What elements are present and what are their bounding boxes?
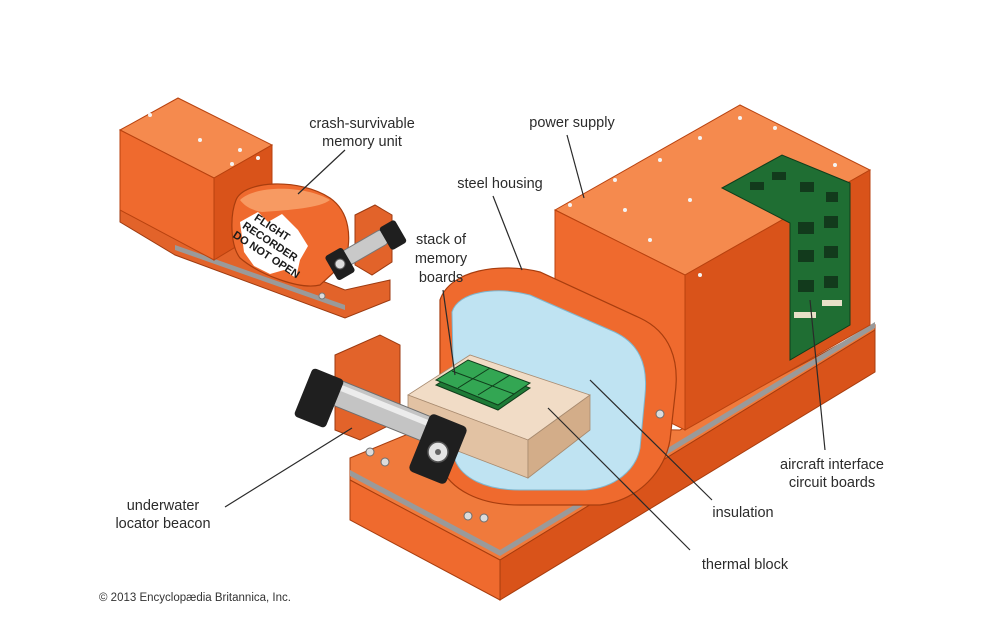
leader-steel-housing xyxy=(492,195,523,271)
label-circuit-boards-2: circuit boards xyxy=(789,475,875,491)
label-stack-3: boards xyxy=(419,270,463,286)
label-thermal-block: thermal block xyxy=(702,557,789,573)
base-bolts xyxy=(365,409,665,523)
label-insulation: insulation xyxy=(712,505,773,521)
memory-unit-dome-top xyxy=(240,188,330,212)
label-memory-unit-1: crash-survivable xyxy=(309,116,415,132)
label-power-supply: power supply xyxy=(529,115,615,131)
leader-lines xyxy=(224,134,826,551)
memory-board-stack xyxy=(434,359,532,411)
circuit-board-connectors xyxy=(794,300,842,318)
stencil-patch xyxy=(240,212,308,278)
leader-insulation xyxy=(589,379,713,501)
large-base-side xyxy=(499,329,876,601)
leader-memory-unit xyxy=(297,149,346,195)
small-beacon-cap-right xyxy=(379,220,407,250)
leader-circuit-boards xyxy=(809,299,826,451)
label-stack-2: memory xyxy=(415,251,468,267)
circuit-board-chips xyxy=(750,172,838,292)
label-stack-1: stack of xyxy=(416,232,467,248)
small-beacon-lens xyxy=(334,258,346,270)
label-steel-housing: steel housing xyxy=(457,176,542,192)
thermal-block-side xyxy=(527,394,591,479)
leader-power-supply xyxy=(566,134,585,199)
circuit-cutaway xyxy=(720,154,851,361)
small-base-bolt xyxy=(318,292,326,300)
large-recorder-unit xyxy=(294,104,876,601)
small-base-gasket xyxy=(175,245,345,310)
label-memory-unit-2: memory unit xyxy=(322,134,402,150)
label-beacon-1: underwater xyxy=(127,498,200,514)
beacon-tube-highlight xyxy=(336,384,444,432)
small-box-rivets xyxy=(148,113,260,166)
label-beacon-2: locator beacon xyxy=(115,516,210,532)
leader-beacon xyxy=(224,427,353,508)
leader-thermal-block xyxy=(547,407,691,551)
label-circuit-boards-1: aircraft interface xyxy=(780,457,884,473)
power-box-rivets xyxy=(568,116,837,277)
beacon-lens-center xyxy=(435,449,441,455)
beacon-cap-left xyxy=(294,368,344,428)
copyright-notice: © 2013 Encyclopædia Britannica, Inc. xyxy=(99,592,291,604)
leader-stack xyxy=(442,289,456,376)
labels: crash-survivable memory unit power suppl… xyxy=(99,115,884,604)
small-recorder-unit: FLIGHT RECORDER DO NOT OPEN xyxy=(118,97,407,319)
